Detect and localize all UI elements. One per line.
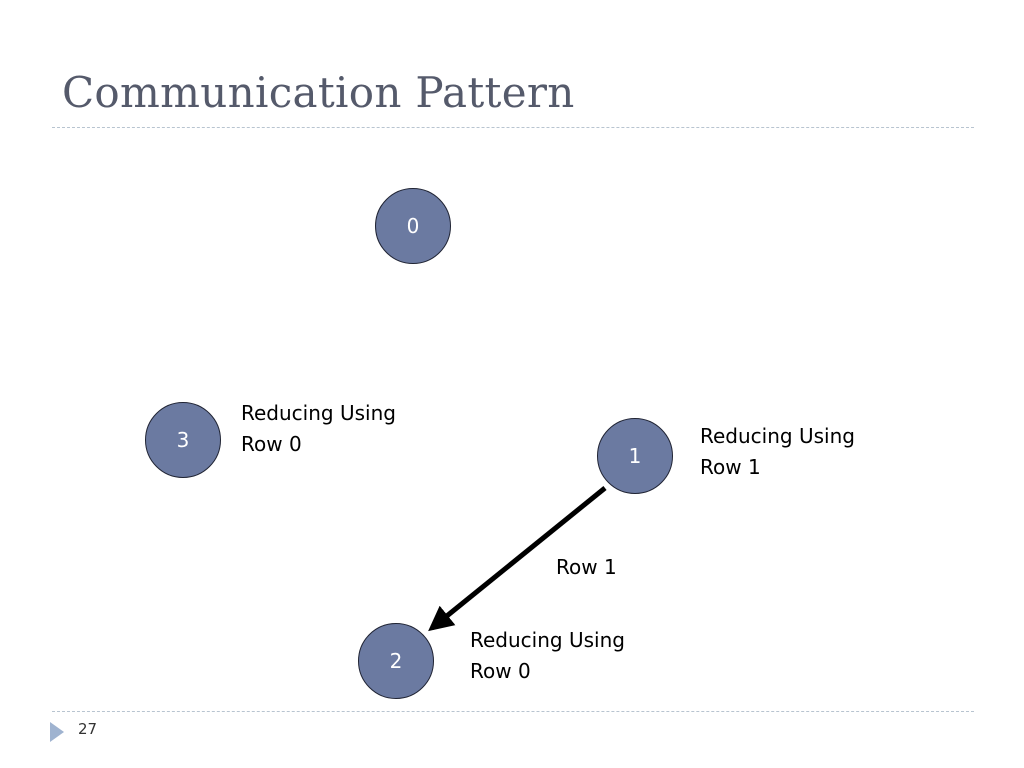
node-3-annotation-line2: Row 0 <box>241 432 302 456</box>
node-3-annotation: Reducing Using Row 0 <box>241 398 396 460</box>
node-2-annotation-line1: Reducing Using <box>470 628 625 652</box>
node-2-annotation: Reducing Using Row 0 <box>470 625 625 687</box>
node-3: 3 <box>145 402 221 478</box>
node-1-label: 1 <box>628 444 642 468</box>
page-number: 27 <box>78 720 98 738</box>
node-0-label: 0 <box>406 214 420 238</box>
node-2-label: 2 <box>389 649 403 673</box>
footer-divider <box>52 711 974 712</box>
footer-triangle-icon <box>50 722 64 742</box>
node-3-annotation-line1: Reducing Using <box>241 401 396 425</box>
node-2: 2 <box>358 623 434 699</box>
slide-title: Communication Pattern <box>62 68 575 117</box>
title-divider <box>52 127 974 128</box>
node-1-annotation-line2: Row 1 <box>700 455 761 479</box>
node-0: 0 <box>375 188 451 264</box>
node-1: 1 <box>597 418 673 494</box>
node-2-annotation-line2: Row 0 <box>470 659 531 683</box>
node-1-annotation: Reducing Using Row 1 <box>700 421 855 483</box>
node-3-label: 3 <box>176 428 190 452</box>
node-1-annotation-line1: Reducing Using <box>700 424 855 448</box>
edge-1-to-2-label: Row 1 <box>556 555 617 579</box>
